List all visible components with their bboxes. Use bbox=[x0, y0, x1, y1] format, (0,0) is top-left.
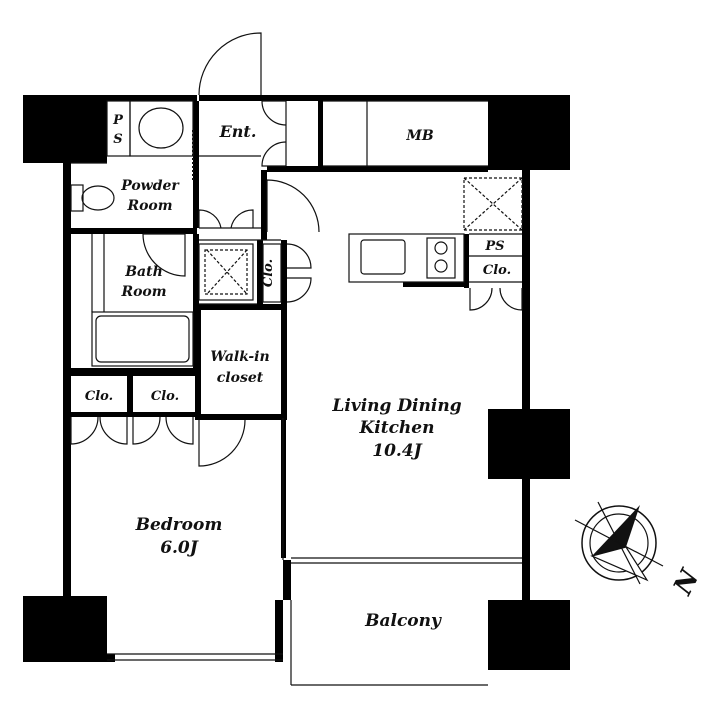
ent-closet-door bbox=[261, 100, 287, 167]
wall-left bbox=[63, 163, 71, 596]
label-bath: Bath bbox=[124, 264, 163, 280]
washbasin-bowl bbox=[138, 107, 184, 149]
bedroom-clo-left-door bbox=[70, 416, 128, 445]
compass: N bbox=[574, 501, 707, 601]
structural-columns bbox=[23, 95, 570, 670]
wall-right bbox=[522, 170, 530, 409]
column-bottom-right bbox=[488, 600, 570, 670]
wall-right-lower bbox=[522, 479, 530, 600]
doors bbox=[70, 32, 523, 467]
label-clo-right: Clo. bbox=[151, 389, 179, 404]
room-labels: P S Powder Room Ent. MB Bath Room Clo. P… bbox=[85, 113, 511, 631]
washing-machine-box bbox=[198, 243, 254, 301]
wall-bath-right bbox=[193, 234, 199, 368]
toilet-bowl bbox=[81, 185, 115, 211]
wall-bedroom-bottom-left bbox=[107, 654, 115, 662]
ps-top-box bbox=[106, 100, 131, 157]
wall-top-mid bbox=[261, 95, 488, 101]
wall-entry-top bbox=[199, 95, 261, 101]
thin-lines bbox=[71, 100, 522, 686]
wall-walkin-bottom bbox=[195, 414, 287, 420]
clo-vertical-box bbox=[262, 243, 282, 303]
compass-inner-ring bbox=[589, 513, 649, 573]
wall-clo-top bbox=[71, 370, 197, 376]
label-powder-room: Room bbox=[126, 198, 172, 214]
bathtub bbox=[91, 311, 194, 367]
interior-walls bbox=[71, 95, 488, 662]
label-bedroom: Bedroom bbox=[135, 515, 223, 535]
label-ps-top-1: P bbox=[112, 113, 124, 128]
wall-kitchen-ps bbox=[464, 234, 469, 288]
wall-bedroom-right-low bbox=[275, 600, 283, 662]
outer-walls bbox=[63, 95, 530, 662]
label-clo-kitchen: Clo. bbox=[483, 263, 511, 278]
label-bath-room: Room bbox=[120, 284, 166, 300]
label-bedroom-size: 6.0J bbox=[160, 538, 199, 558]
wall-powder-right bbox=[193, 101, 199, 228]
compass-needle-icon bbox=[592, 505, 640, 556]
label-walkin: Walk-in bbox=[210, 349, 269, 365]
label-ps-top-2: S bbox=[113, 132, 122, 147]
compass-outer-ring bbox=[581, 505, 657, 581]
wall-clo-mid bbox=[127, 370, 133, 414]
column-bottom-left bbox=[23, 596, 107, 662]
label-clo-left: Clo. bbox=[85, 389, 113, 404]
stove-burner-2 bbox=[434, 259, 448, 273]
wall-top-left bbox=[107, 95, 197, 101]
bedroom-clo-right-door bbox=[132, 416, 194, 445]
ldk-door bbox=[266, 179, 320, 233]
fixtures bbox=[70, 100, 523, 367]
clo-vertical-door bbox=[286, 243, 312, 303]
column-middle-right bbox=[488, 409, 570, 479]
kitchen-counter bbox=[348, 233, 465, 283]
wall-walkin-right bbox=[281, 240, 287, 418]
entrance-door-swing bbox=[198, 32, 262, 96]
wall-powder-bottom bbox=[71, 228, 197, 234]
label-mb: MB bbox=[405, 128, 433, 144]
wall-balcony-left bbox=[283, 560, 291, 600]
powder-room-door bbox=[198, 209, 254, 229]
toilet-tank bbox=[70, 184, 84, 212]
label-entrance: Ent. bbox=[219, 122, 257, 141]
label-ldk-size: 10.4J bbox=[372, 441, 422, 461]
label-balcony: Balcony bbox=[364, 611, 442, 631]
wall-ldk-top bbox=[267, 166, 488, 172]
label-ps-kitchen: PS bbox=[484, 239, 504, 254]
column-top-right bbox=[488, 95, 570, 170]
label-clo-vertical: Clo. bbox=[261, 259, 276, 287]
wall-walkin-left bbox=[195, 304, 201, 418]
kitchen-sink bbox=[360, 239, 406, 275]
label-ldk: Living Dining bbox=[331, 396, 461, 416]
wall-walkin-top bbox=[195, 304, 287, 310]
label-ldk-kitchen: Kitchen bbox=[359, 418, 435, 438]
bath-door bbox=[142, 233, 186, 277]
wall-entry-ldk bbox=[261, 170, 267, 240]
label-powder: Powder bbox=[120, 178, 180, 194]
bedroom-door bbox=[198, 419, 246, 467]
wall-kitchen-counter-right bbox=[403, 282, 469, 287]
wall-ent-mb bbox=[318, 101, 323, 167]
label-walkin-closet: closet bbox=[217, 370, 264, 386]
bathtub-inner bbox=[95, 315, 190, 363]
column-top-left bbox=[23, 95, 107, 163]
stove-burner-1 bbox=[434, 241, 448, 255]
kitchen-clo-door bbox=[469, 287, 523, 311]
compass-north-label: N bbox=[668, 564, 707, 601]
wall-clo-bottom bbox=[71, 412, 197, 417]
wall-clo-v-left bbox=[257, 240, 263, 304]
